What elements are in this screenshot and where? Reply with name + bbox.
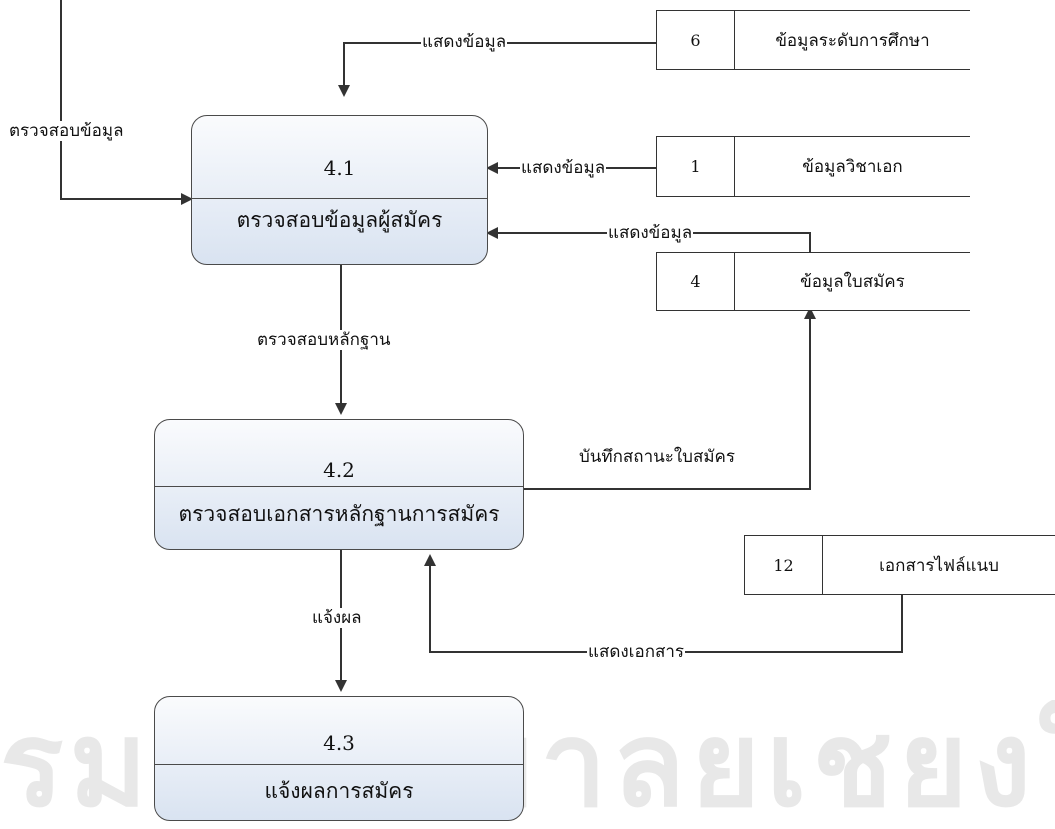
process-4-1: 4.1 ตรวจสอบข้อมูลผู้สมัคร [191,115,488,265]
process-4-2-number: 4.2 [323,458,355,482]
process-4-3-divider [155,764,523,765]
flow-label-show-data-4: แสดงข้อมูล [607,223,694,243]
flow-label-show-data-6: แสดงข้อมูล [421,32,508,52]
process-4-2-name: ตรวจสอบเอกสารหลักฐานการสมัคร [178,502,500,526]
flow-label-show-data-1: แสดงข้อมูล [520,158,607,178]
store-6-name: ข้อมูลระดับการศึกษา [775,30,930,51]
process-4-1-name: ตรวจสอบข้อมูลผู้สมัคร [236,208,443,232]
store-4-name: ข้อมูลใบสมัคร [800,272,905,292]
store-12-name: เอกสารไฟล์แนบ [879,555,999,576]
process-4-2-divider [155,486,523,487]
process-4-2: 4.2 ตรวจสอบเอกสารหลักฐานการสมัคร [154,419,524,550]
process-4-1-divider [192,198,487,199]
flow-label-check-evidence: ตรวจสอบหลักฐาน [256,330,392,350]
flow-label-save-status: บันทึกสถานะใบสมัคร [578,447,737,467]
flow-show-data-6-line [338,42,656,97]
flow-label-show-docs: แสดงเอกสาร [587,642,686,662]
store-4-id: 4 [657,253,735,310]
flow-label-notify: แจ้งผล [311,608,363,628]
process-4-3: 4.3 แจ้งผลการสมัคร [154,696,524,821]
store-4: 4 ข้อมูลใบสมัคร [656,252,970,311]
store-1-name: ข้อมูลวิชาเอก [802,157,903,177]
store-12: 12 เอกสารไฟล์แนบ [744,535,1055,595]
process-4-3-number: 4.3 [323,731,355,755]
process-4-3-name: แจ้งผลการสมัคร [264,779,414,803]
store-6-id: 6 [657,11,735,69]
flow-show-data-4-line [486,227,811,252]
store-6: 6 ข้อมูลระดับการศึกษา [656,10,970,70]
store-12-id: 12 [745,536,823,594]
store-1: 1 ข้อมูลวิชาเอก [656,136,970,197]
flow-label-check-data: ตรวจสอบข้อมูล [8,121,125,141]
flow-check-data-line [60,0,193,205]
flow-save-status-line [523,307,816,490]
store-1-id: 1 [657,137,735,196]
process-4-1-number: 4.1 [323,156,356,180]
